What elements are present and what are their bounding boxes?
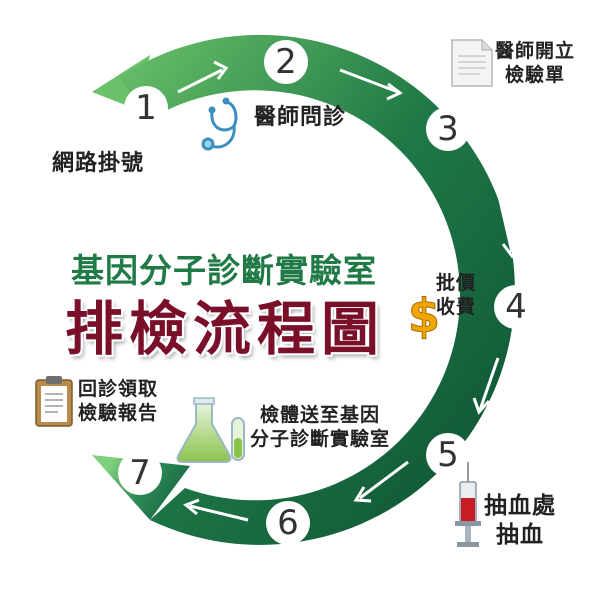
- step-label-6-line1: 檢體送至基因: [260, 404, 381, 426]
- step-label-2: 醫師問診: [254, 105, 347, 130]
- step-circle-2: 2: [264, 40, 308, 84]
- step-number-5: 5: [437, 435, 459, 475]
- step-number-1: 1: [135, 88, 157, 128]
- step-circle-3: 3: [426, 107, 470, 151]
- step-label-4: 批價 收費: [436, 272, 476, 320]
- step-number-7: 7: [129, 453, 151, 493]
- diagram-subtitle: 基因分子診斷實驗室: [71, 251, 377, 290]
- step-circle-5: 5: [426, 433, 470, 477]
- step-label-5-line2: 抽血: [496, 521, 544, 548]
- step-circles: 1 2 3 4 5 6 7: [118, 40, 538, 545]
- syringe-icon: [455, 462, 481, 547]
- step-label-7: 回診領取 檢驗報告: [78, 378, 158, 426]
- document-icon: [451, 39, 493, 87]
- step-number-3: 3: [437, 109, 459, 149]
- step-label-3: 醫師開立 檢驗單: [495, 40, 575, 88]
- dollar-icon: $: [407, 289, 440, 344]
- step-number-4: 4: [505, 287, 527, 327]
- step-label-5-line1: 抽血處: [484, 493, 556, 519]
- step-label-1: 網路掛號: [52, 151, 145, 176]
- step-circle-7: 7: [118, 451, 162, 495]
- step-label-4-line2: 收費: [436, 295, 477, 318]
- step-label-6: 檢體送至基因 分子診斷實驗室: [250, 404, 390, 452]
- step-label-7-line2: 檢驗報告: [78, 401, 159, 424]
- step-label-3-line2: 檢驗單: [505, 63, 566, 86]
- stethoscope-icon: [201, 97, 238, 151]
- step-circle-1: 1: [124, 86, 168, 130]
- step-label-6-line2: 分子診斷實驗室: [250, 427, 391, 450]
- clipboard-icon: [35, 376, 73, 427]
- step-label-7-line1: 回診領取: [78, 378, 159, 400]
- step-circle-6: 6: [266, 501, 310, 545]
- lab-flask-icon: [176, 397, 245, 463]
- flow-arrows: [177, 60, 521, 522]
- step-label-4-line1: 批價: [436, 272, 477, 294]
- step-label-5: 抽血處 抽血: [484, 492, 556, 550]
- diagram-title: 排檢流程圖: [64, 295, 385, 363]
- step-number-2: 2: [275, 42, 297, 82]
- svg-text:$: $: [408, 289, 440, 343]
- step-circle-4: 4: [494, 285, 538, 329]
- step-number-6: 6: [277, 503, 299, 543]
- step-label-3-line1: 醫師開立: [495, 40, 576, 62]
